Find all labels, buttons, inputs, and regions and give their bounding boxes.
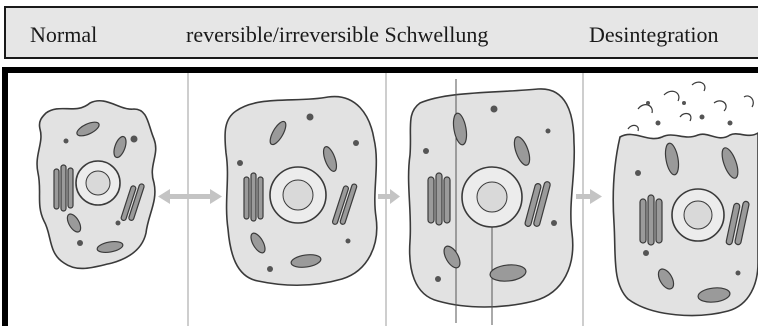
disintegrating-cell (613, 82, 758, 315)
arrow-right-icon (378, 189, 400, 204)
label-swelling: reversible/irreversible Schwellung (186, 22, 488, 48)
cell-stages-svg (8, 73, 758, 326)
reversible-swelling-cell (225, 97, 377, 286)
label-disintegration: Desintegration (589, 22, 719, 48)
cell-stages-diagram (2, 67, 758, 326)
normal-cell (37, 101, 156, 269)
double-arrow-icon (158, 189, 222, 204)
stage-header-bar: Normal reversible/irreversible Schwellun… (4, 6, 758, 59)
irreversible-swelling-cell (409, 79, 575, 325)
label-normal: Normal (30, 22, 97, 48)
arrow-right-icon (576, 189, 602, 204)
